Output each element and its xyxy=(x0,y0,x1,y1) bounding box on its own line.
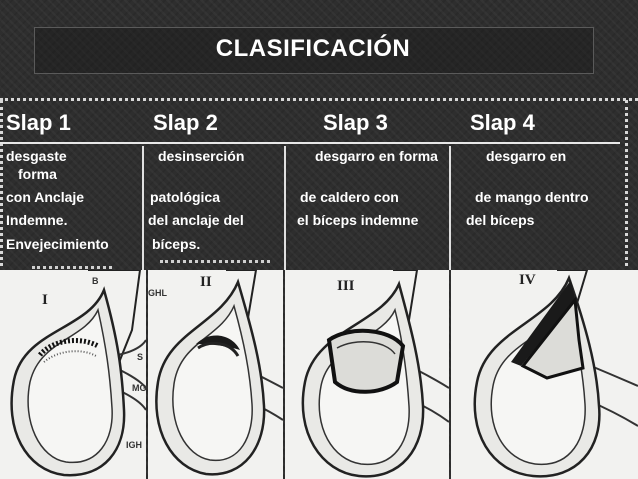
slap4-text-line: del bíceps xyxy=(466,212,535,228)
figure-numeral: IV xyxy=(519,272,536,288)
slap1-illustration: I B S MG IGH xyxy=(0,270,146,479)
column-separator xyxy=(142,146,144,270)
figure-numeral: II xyxy=(200,274,212,290)
dotted-accent xyxy=(160,260,270,263)
figure-numeral: I xyxy=(42,292,48,308)
slide-title: CLASIFICACIÓN xyxy=(215,35,411,62)
slap1-text-line: con Anclaje xyxy=(6,189,85,205)
slap3-text-line: de caldero con xyxy=(300,189,399,205)
figure-label: B xyxy=(92,276,99,286)
figure-label: MG xyxy=(132,383,146,393)
slap3-illustration: III xyxy=(285,270,449,479)
column-heading-slap1: Slap 1 xyxy=(6,110,71,135)
figure-label: S xyxy=(137,352,144,362)
slap2-text-line: patológica xyxy=(150,189,221,205)
title-box xyxy=(34,27,594,74)
dotted-divider-top xyxy=(0,98,638,101)
header-underline xyxy=(0,142,620,144)
column-heading-slap2: Slap 2 xyxy=(153,110,218,135)
slap2-text-line: del anclaje del xyxy=(148,212,244,228)
slap4-text-line: desgarro en xyxy=(486,148,567,164)
dotted-divider-left xyxy=(0,100,3,266)
slap1-text-line: Indemne. xyxy=(6,212,68,228)
slap4-illustration: IV xyxy=(451,270,638,479)
slap1-text-line: desgaste xyxy=(6,148,67,164)
slap1-text-line: Envejecimiento xyxy=(6,236,109,252)
dotted-divider-right xyxy=(625,100,628,266)
slap2-illustration: II GHL xyxy=(148,270,283,479)
slap3-text-line: desgarro en forma xyxy=(315,148,438,164)
figure-label: GHL xyxy=(148,288,167,298)
slap4-text-line: de mango dentro xyxy=(475,189,589,205)
slap3-text-line: el bíceps indemne xyxy=(297,212,419,228)
slap2-text-line: bíceps. xyxy=(152,236,201,252)
figure-label: IGH xyxy=(126,440,143,450)
column-heading-slap3: Slap 3 xyxy=(323,110,388,135)
slap2-text-line: desinserción xyxy=(158,148,245,164)
dotted-accent xyxy=(32,266,112,269)
column-separator xyxy=(449,146,451,270)
column-heading-slap4: Slap 4 xyxy=(470,110,535,135)
slap1-text-line: forma xyxy=(18,166,57,182)
figure-numeral: III xyxy=(337,278,355,294)
column-separator xyxy=(284,146,286,270)
